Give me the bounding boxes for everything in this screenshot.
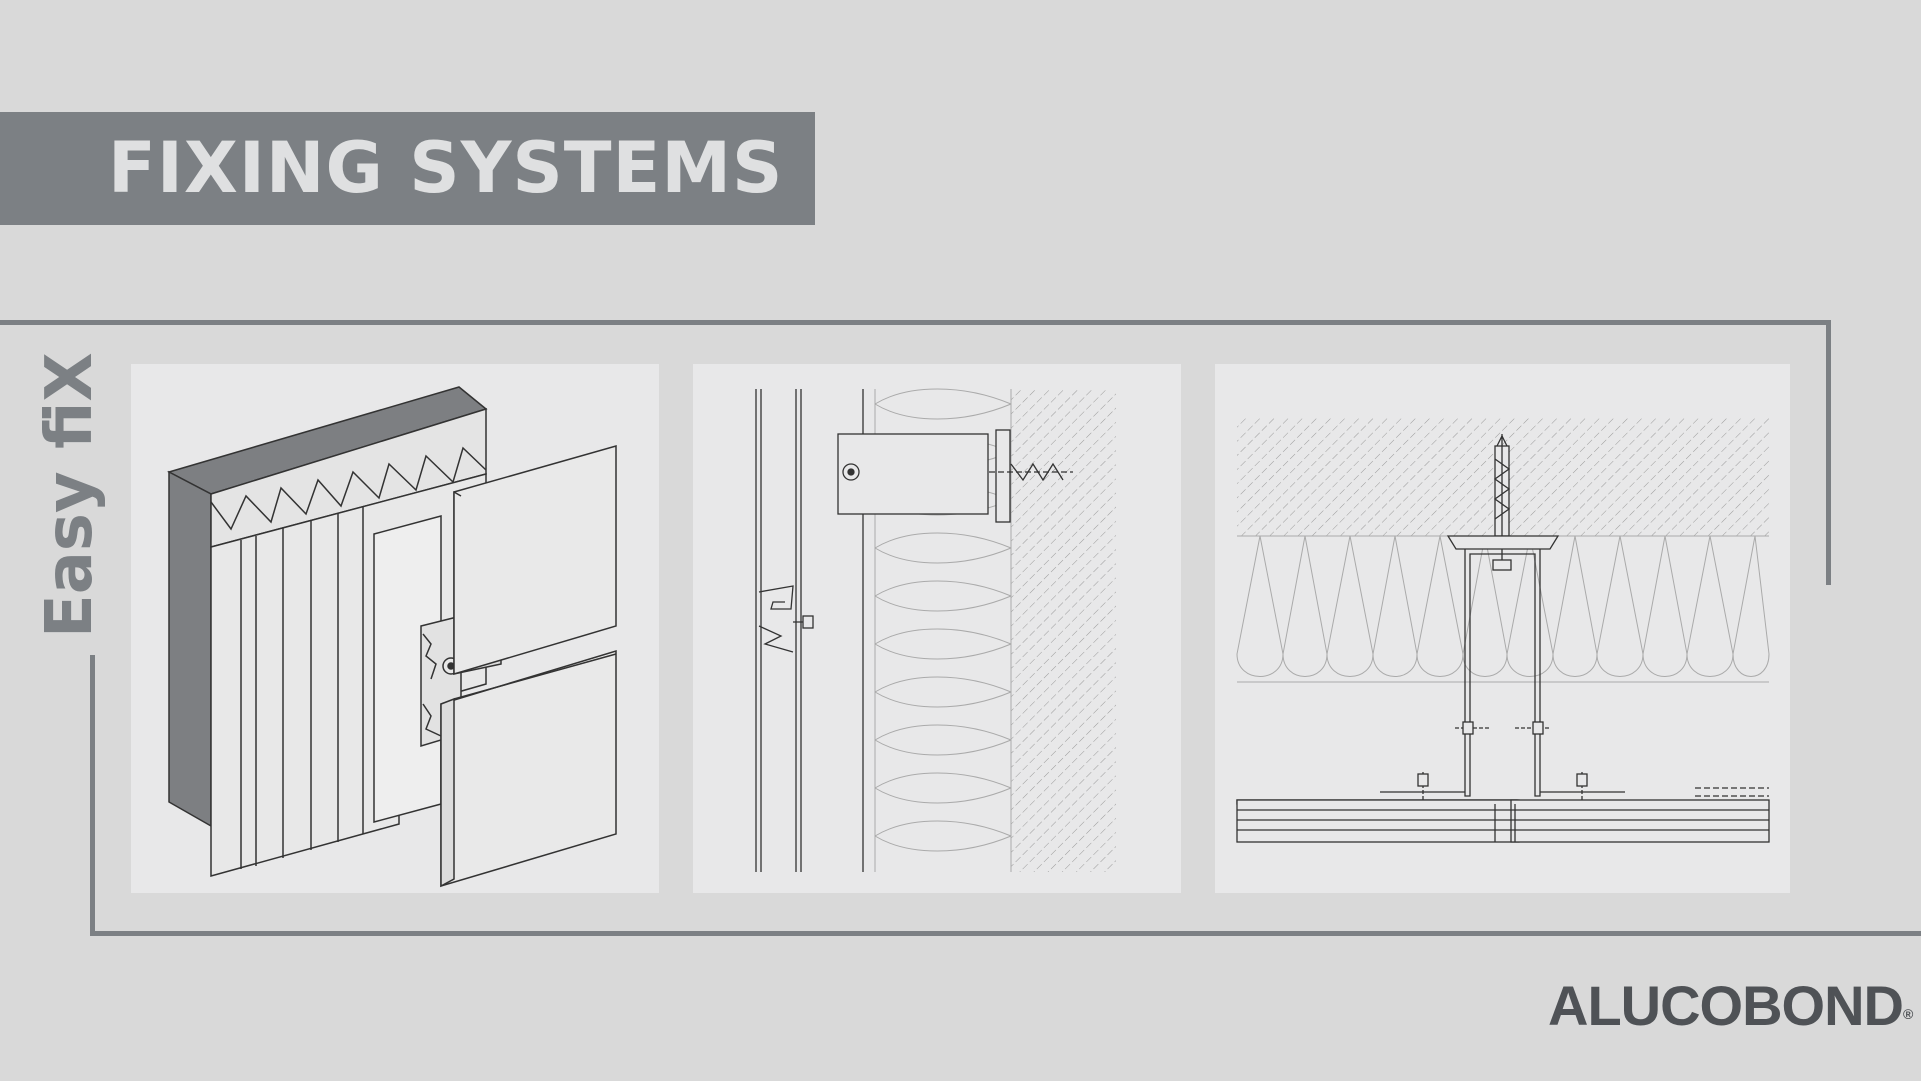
page-title: FIXING SYSTEMS	[108, 127, 784, 209]
horizontal-section-panel	[1215, 364, 1790, 893]
frame-right-line	[1826, 320, 1831, 585]
isometric-diagram	[167, 386, 617, 888]
horizontal-section-diagram	[1236, 418, 1770, 843]
system-name-label: Easy fiX	[33, 352, 107, 638]
frame-bottom-line	[90, 931, 1921, 936]
brand-name: ALUCOBOND	[1548, 974, 1904, 1037]
frame-left-line	[90, 655, 95, 936]
vertical-section-panel	[693, 364, 1181, 893]
vertical-section-diagram	[755, 388, 1116, 872]
isometric-view-panel	[131, 364, 659, 893]
alucobond-logo: ALUCOBOND®	[1548, 976, 1913, 1036]
title-banner: FIXING SYSTEMS	[0, 112, 815, 225]
registered-mark: ®	[1902, 1006, 1914, 1022]
frame-top-line	[0, 320, 1831, 325]
